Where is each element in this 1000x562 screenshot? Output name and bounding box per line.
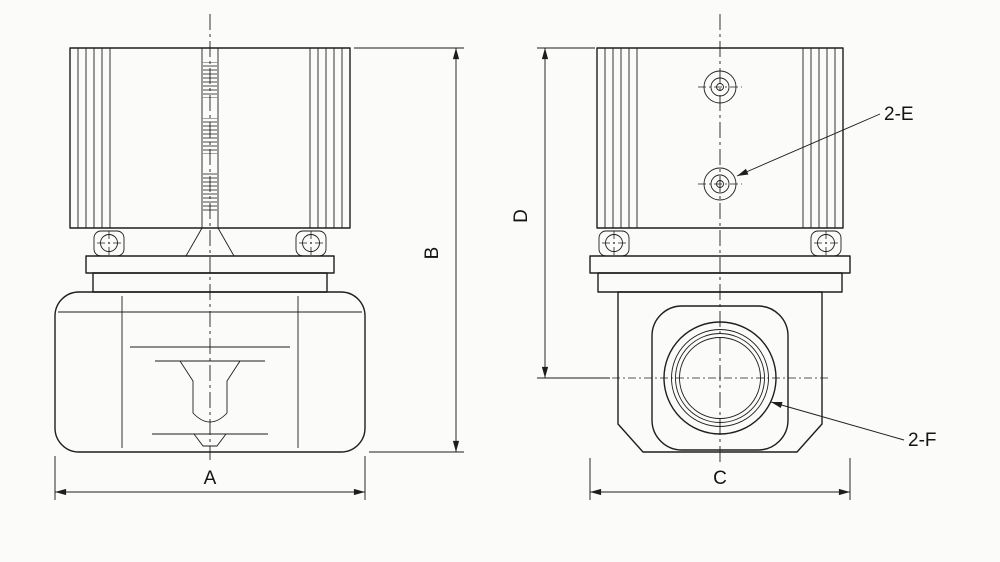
coil-front [596, 47, 844, 229]
terminal-screw-top [698, 70, 742, 104]
terminal-screw-bottom [698, 167, 742, 201]
dimension-b: B [354, 47, 464, 453]
callout-2f: 2-F [770, 401, 937, 451]
dimension-d: D [511, 47, 610, 379]
callout-2f-label: 2-F [908, 430, 937, 451]
mounting-bolts-side [93, 230, 327, 257]
callout-2e-leader [736, 113, 881, 177]
callout-2e: 2-E [736, 104, 914, 177]
dim-a-label: A [204, 468, 217, 489]
coil-fins-left-front [604, 48, 638, 228]
mounting-bolts-front [598, 230, 842, 257]
bolt-left-side [93, 230, 125, 257]
dimension-c: C [589, 458, 851, 500]
dimension-a: A [54, 456, 366, 500]
bolt-left-front [598, 230, 630, 257]
body-internal-detail-side [130, 346, 290, 447]
yoke-flare [185, 227, 235, 257]
dim-b-label: B [422, 247, 443, 260]
bolt-right-front [810, 230, 842, 257]
valve-body-side [54, 291, 366, 453]
dim-d-label: D [511, 209, 532, 223]
bolt-right-side [295, 230, 327, 257]
valve-body-front [612, 291, 828, 453]
coil-fins-right-front [802, 48, 836, 228]
front-view: D C 2-E 2-F [511, 14, 937, 500]
callout-2f-leader [770, 401, 905, 441]
dim-c-label: C [713, 468, 727, 489]
armature-tube [201, 48, 219, 228]
callout-2e-label: 2-E [884, 104, 914, 125]
coil-fins-right [309, 48, 343, 228]
coil-side [69, 47, 351, 257]
side-view: B A [54, 14, 464, 500]
coil-fins-left [77, 48, 111, 228]
